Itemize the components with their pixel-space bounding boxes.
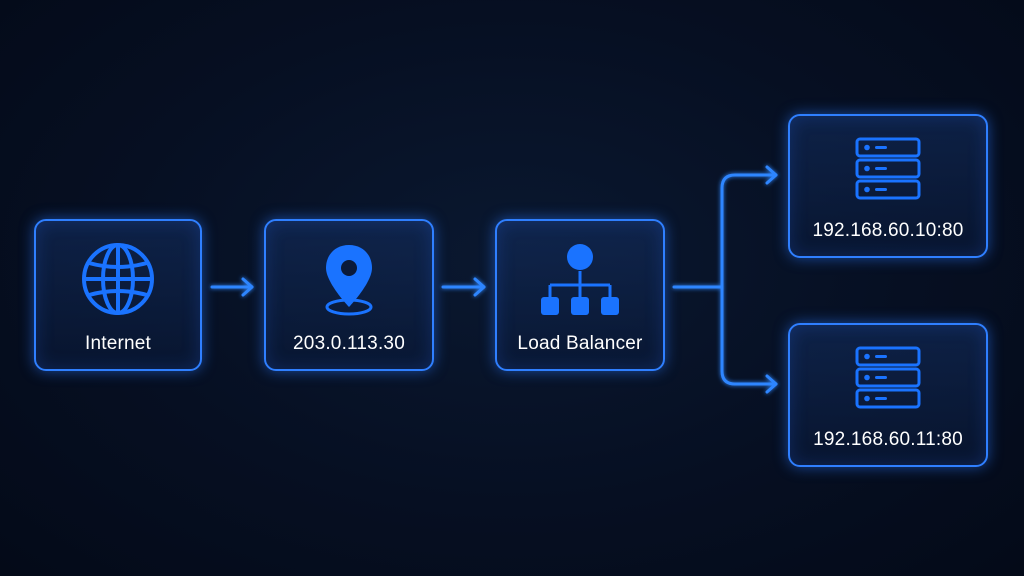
server-1-node: 192.168.60.10:80 [788, 114, 988, 258]
globe-icon [82, 243, 154, 315]
split-connector [672, 173, 778, 386]
internet-label: Internet [84, 333, 152, 354]
location-pin-icon [325, 245, 373, 316]
public-ip-label: 203.0.113.30 [293, 333, 405, 354]
public-ip-node: 203.0.113.30 [264, 219, 434, 371]
server-rack-icon [855, 346, 921, 409]
internet-node: Internet [34, 219, 202, 371]
arrow-ip-to-load-balancer [441, 277, 486, 297]
hierarchy-icon [541, 244, 619, 315]
arrow-to-server-1 [765, 165, 778, 185]
server-rack-icon [855, 137, 921, 200]
arrow-internet-to-ip [210, 277, 254, 297]
load-balancer-label: Load Balancer [517, 333, 643, 354]
arrow-to-server-2 [765, 374, 778, 394]
load-balancer-node: Load Balancer [495, 219, 665, 371]
server-2-node: 192.168.60.11:80 [788, 323, 988, 467]
server-2-label: 192.168.60.11:80 [813, 429, 963, 450]
server-1-label: 192.168.60.10:80 [812, 220, 964, 241]
